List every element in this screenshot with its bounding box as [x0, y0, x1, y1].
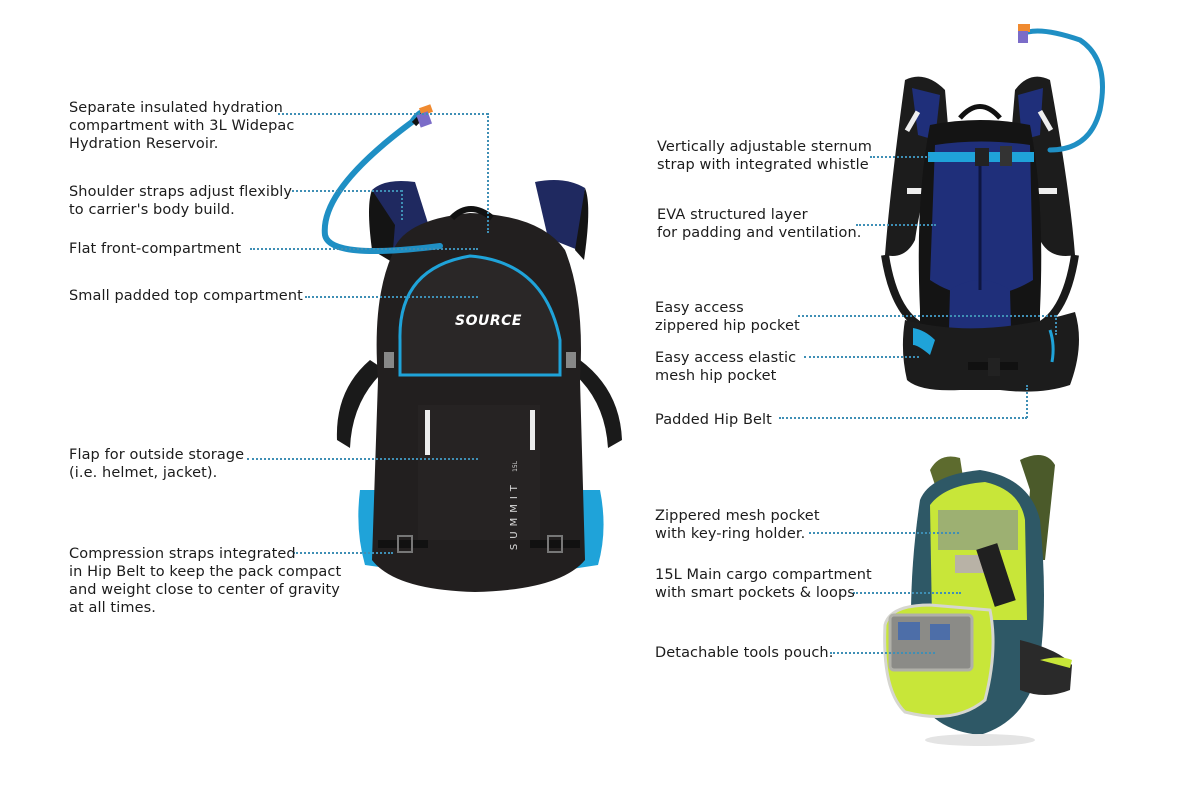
leader-shoulder-straps-vertical: [401, 190, 403, 220]
leader-front-compartment: [250, 248, 478, 250]
leader-compression-straps: [293, 552, 393, 554]
callout-zippered-hip-pocket: Easy access zippered hip pocket: [655, 300, 800, 334]
leader-hip-belt-vertical: [1026, 385, 1028, 418]
leader-mesh-pocket: [809, 532, 959, 534]
callout-flap: Flap for outside storage (i.e. helmet, j…: [69, 447, 245, 481]
callout-hydration: Separate insulated hydration compartment…: [69, 100, 295, 152]
callout-front-compartment: Flat front-compartment: [69, 241, 242, 257]
leader-zippered-hip-pocket-vertical: [1055, 315, 1057, 335]
leader-hydration-vertical: [487, 113, 489, 233]
leader-flap: [247, 458, 478, 460]
leader-hip-belt: [779, 417, 1027, 419]
leader-sternum-strap: [870, 156, 930, 158]
callout-eva-layer: EVA structured layer for padding and ven…: [657, 207, 862, 241]
callout-shoulder-straps: Shoulder straps adjust flexibly to carri…: [69, 184, 293, 218]
leader-main-cargo: [853, 592, 961, 594]
callout-tools-pouch: Detachable tools pouch.: [655, 645, 834, 661]
brand-logo: SOURCE: [455, 313, 522, 329]
callout-hip-belt: Padded Hip Belt: [655, 412, 772, 428]
leader-hydration: [278, 113, 488, 115]
leader-zippered-hip-pocket: [798, 315, 1056, 317]
callout-sternum-strap: Vertically adjustable sternum strap with…: [657, 139, 872, 173]
leader-top-compartment: [305, 296, 478, 298]
callout-top-compartment: Small padded top compartment: [69, 288, 303, 304]
leader-eva-layer: [856, 224, 936, 226]
callout-mesh-pocket: Zippered mesh pocket with key-ring holde…: [655, 508, 820, 542]
callout-mesh-hip-pocket: Easy access elastic mesh hip pocket: [655, 350, 797, 384]
callout-compression-straps: Compression straps integrated in Hip Bel…: [69, 546, 342, 616]
leader-tools-pouch: [830, 652, 935, 654]
leader-mesh-hip-pocket: [804, 356, 919, 358]
callout-main-cargo: 15L Main cargo compartment with smart po…: [655, 567, 872, 601]
leader-shoulder-straps: [292, 190, 402, 192]
